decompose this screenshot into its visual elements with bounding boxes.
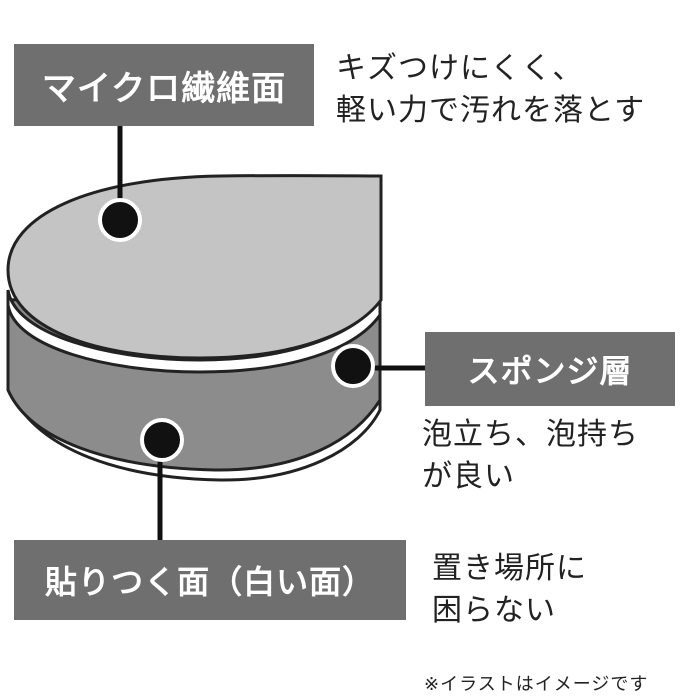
sponge-layer-description: 泡立ち、泡持ち が良い — [422, 414, 639, 498]
stick-surface-description-line: 置き場所に — [432, 551, 587, 586]
sponge-layer-description-line: 泡立ち、泡持ち — [422, 417, 639, 452]
top-rim — [6, 289, 382, 374]
marker-dot-sponge — [331, 344, 375, 388]
stick-surface-description: 置き場所に 困らない — [432, 548, 587, 632]
micro-fiber-label: マイクロ繊維面 — [14, 44, 314, 126]
sponge-layer-description-line: が良い — [422, 459, 515, 494]
marker-dot-stick — [140, 418, 184, 462]
illustration-note: ※イラストはイメージです — [424, 674, 649, 695]
micro-fiber-top — [6, 174, 383, 360]
micro-fiber-description-line: 軽い力で汚れを落とす — [336, 93, 646, 128]
marker-dot-micro — [98, 198, 142, 242]
sponge-layer-label: スポンジ層 — [425, 332, 675, 406]
stick-surface-label: 貼りつく面（白い面） — [14, 540, 406, 620]
stick-surface-description-line: 困らない — [432, 593, 556, 628]
micro-fiber-description-line: キズつけにくく、 — [336, 51, 584, 86]
micro-fiber-description: キズつけにくく、 軽い力で汚れを落とす — [336, 48, 645, 132]
